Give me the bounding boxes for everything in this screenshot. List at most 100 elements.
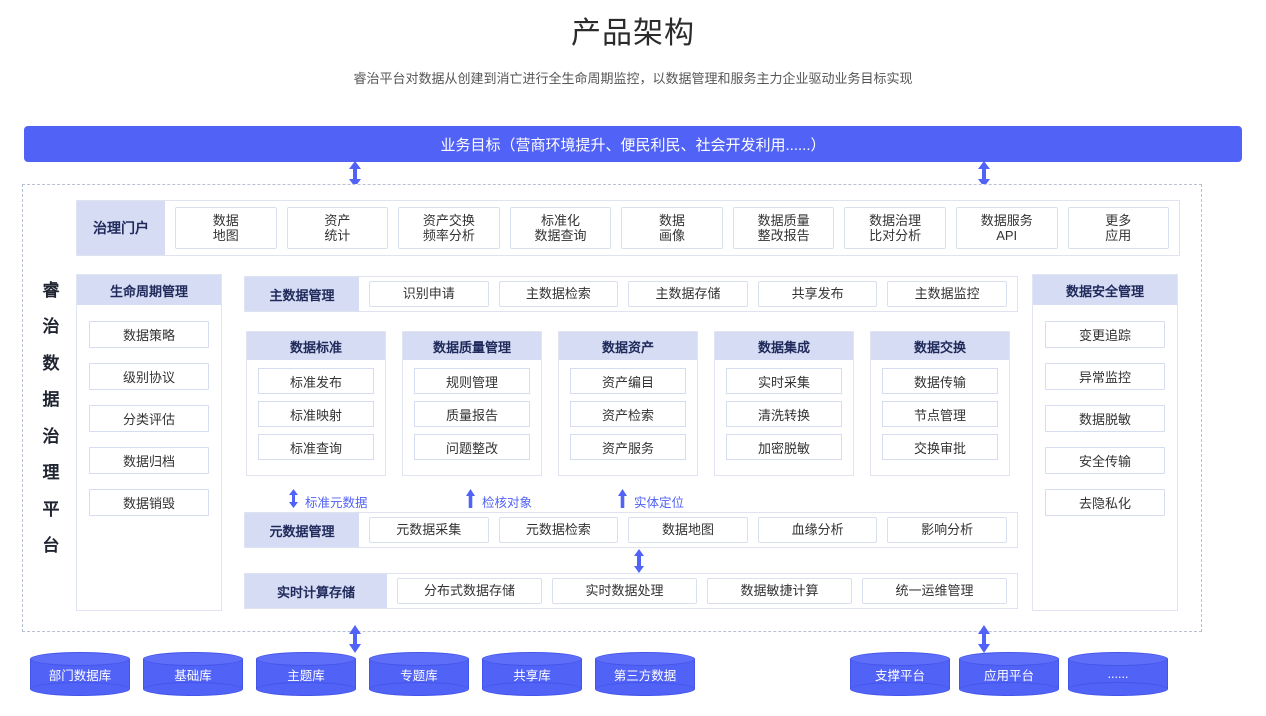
metadata-item[interactable]: 元数据检索 (498, 517, 619, 543)
lifecycle-item[interactable]: 数据归档 (89, 447, 209, 474)
domain-card-item[interactable]: 加密脱敏 (726, 434, 842, 460)
realtime-item[interactable]: 实时数据处理 (552, 578, 697, 604)
master-data-item[interactable]: 共享发布 (757, 281, 878, 307)
lifecycle-item[interactable]: 级别协议 (89, 363, 209, 390)
master-data-item[interactable]: 主数据监控 (887, 281, 1007, 307)
portal-item[interactable]: 资产 统计 (286, 207, 389, 249)
brand-char: 平 (42, 499, 60, 519)
up-arrow-icon (465, 489, 476, 513)
portal-item[interactable]: 数据 地图 (175, 207, 277, 249)
security-item[interactable]: 异常监控 (1045, 363, 1165, 390)
realtime-item[interactable]: 数据敏捷计算 (707, 578, 852, 604)
database-label: ...... (1107, 667, 1129, 681)
security-item[interactable]: 安全传输 (1045, 447, 1165, 474)
cylinder-bottom (256, 682, 356, 696)
portal-item[interactable]: 数据质量 整改报告 (732, 207, 835, 249)
metadata-management-row: 元数据管理 元数据采集 元数据检索 数据地图 血缘分析 影响分析 (244, 512, 1018, 548)
flow-arrow-label: 标准元数据 (305, 495, 368, 510)
domain-card-items: 资产编目 资产检索 资产服务 (559, 360, 697, 468)
domain-card-item[interactable]: 节点管理 (882, 401, 998, 427)
domain-card-item[interactable]: 标准发布 (258, 368, 374, 394)
lifecycle-management-items: 数据策略 级别协议 分类评估 数据归档 数据销毁 (77, 305, 221, 530)
cylinder-bottom (482, 682, 582, 696)
security-item[interactable]: 变更追踪 (1045, 321, 1165, 348)
lifecycle-item[interactable]: 数据销毁 (89, 489, 209, 516)
database-cylinder-topic[interactable]: 专题库 (369, 652, 469, 696)
realtime-item[interactable]: 统一运维管理 (862, 578, 1007, 604)
lifecycle-item[interactable]: 分类评估 (89, 405, 209, 432)
master-data-item[interactable]: 主数据存储 (628, 281, 748, 307)
database-cylinder-department[interactable]: 部门数据库 (30, 652, 130, 696)
domain-card-title: 数据交换 (871, 332, 1009, 360)
domain-card-item[interactable]: 质量报告 (414, 401, 530, 427)
portal-item[interactable]: 标准化 数据查询 (509, 207, 612, 249)
flow-arrow-audit-object: 检核对象 (465, 489, 532, 513)
database-cylinder-support-platform[interactable]: 支撑平台 (850, 652, 950, 696)
governance-portal-items: 数据 地图 资产 统计 资产交换 频率分析 标准化 数据查询 数据 画像 数据质… (165, 201, 1179, 255)
lifecycle-management-title: 生命周期管理 (77, 275, 221, 305)
metadata-item[interactable]: 元数据采集 (369, 517, 489, 543)
database-label: 部门数据库 (48, 668, 112, 683)
database-cylinder-base[interactable]: 基础库 (143, 652, 243, 696)
domain-card-item[interactable]: 资产服务 (570, 434, 686, 460)
domain-card-item[interactable]: 实时采集 (726, 368, 842, 394)
domain-card-item[interactable]: 资产编目 (570, 368, 686, 394)
lifecycle-item[interactable]: 数据策略 (89, 321, 209, 348)
master-data-management-label: 主数据管理 (245, 277, 359, 311)
domain-card-data-standard: 数据标准 标准发布 标准映射 标准查询 (246, 331, 386, 476)
security-item[interactable]: 去隐私化 (1045, 489, 1165, 516)
domain-card-item[interactable]: 资产检索 (570, 401, 686, 427)
portal-item[interactable]: 更多 应用 (1067, 207, 1170, 249)
brand-char: 理 (42, 463, 60, 483)
database-cylinder-application-platform[interactable]: 应用平台 (959, 652, 1059, 696)
cylinder-top (143, 652, 243, 666)
domain-card-items: 实时采集 清洗转换 加密脱敏 (715, 360, 853, 468)
domain-card-item[interactable]: 问题整改 (414, 434, 530, 460)
domain-card-item[interactable]: 规则管理 (414, 368, 530, 394)
domain-card-title: 数据资产 (559, 332, 697, 360)
domain-card-items: 标准发布 标准映射 标准查询 (247, 360, 385, 468)
realtime-compute-storage-row: 实时计算存储 分布式数据存储 实时数据处理 数据敏捷计算 统一运维管理 (244, 573, 1018, 609)
metadata-item[interactable]: 数据地图 (628, 517, 748, 543)
cylinder-bottom (1068, 682, 1168, 696)
cylinder-bottom (143, 682, 243, 696)
portal-item[interactable]: 资产交换 频率分析 (398, 207, 500, 249)
domain-card-title: 数据标准 (247, 332, 385, 360)
metadata-management-label: 元数据管理 (245, 513, 359, 547)
master-data-item[interactable]: 识别申请 (369, 281, 489, 307)
cylinder-bottom (595, 682, 695, 696)
page-subtitle: 睿治平台对数据从创建到消亡进行全生命周期监控，以数据管理和服务主力企业驱动业务目… (353, 71, 913, 86)
flow-arrow-standard-metadata: 标准元数据 (288, 489, 368, 513)
brand-char: 睿 (42, 281, 60, 300)
cylinder-top (256, 652, 356, 666)
cylinder-bottom (959, 682, 1059, 696)
domain-card-item[interactable]: 数据传输 (882, 368, 998, 394)
brand-char: 据 (42, 390, 60, 410)
master-data-item[interactable]: 主数据检索 (498, 281, 619, 307)
cylinder-top (1068, 652, 1168, 666)
portal-item[interactable]: 数据 画像 (621, 207, 723, 249)
domain-card-item[interactable]: 标准映射 (258, 401, 374, 427)
domain-card-item[interactable]: 清洗转换 (726, 401, 842, 427)
domain-card-item[interactable]: 标准查询 (258, 434, 374, 460)
domain-card-data-quality: 数据质量管理 规则管理 质量报告 问题整改 (402, 331, 542, 476)
metadata-item[interactable]: 血缘分析 (757, 517, 878, 543)
master-data-management-row: 主数据管理 识别申请 主数据检索 主数据存储 共享发布 主数据监控 (244, 276, 1018, 312)
database-label: 共享库 (513, 668, 551, 683)
database-cylinder-more[interactable]: ...... (1068, 652, 1168, 696)
brand-vertical-label: 睿 治 数 据 治 理 平 台 (34, 276, 68, 556)
portal-item[interactable]: 数据服务 API (955, 207, 1058, 249)
database-label: 主题库 (287, 668, 325, 683)
business-goal-banner: 业务目标（营商环境提升、便民利民、社会开发利用......） (24, 126, 1242, 162)
realtime-item[interactable]: 分布式数据存储 (397, 578, 542, 604)
database-cylinder-thirdparty[interactable]: 第三方数据 (595, 652, 695, 696)
double-arrow-icon-metadata-realtime (631, 549, 651, 573)
database-cylinder-subject[interactable]: 主题库 (256, 652, 356, 696)
domain-card-title: 数据集成 (715, 332, 853, 360)
database-cylinder-shared[interactable]: 共享库 (482, 652, 582, 696)
brand-char: 数 (42, 353, 60, 373)
metadata-item[interactable]: 影响分析 (887, 517, 1007, 543)
security-item[interactable]: 数据脱敏 (1045, 405, 1165, 432)
domain-card-item[interactable]: 交换审批 (882, 434, 998, 460)
portal-item[interactable]: 数据治理 比对分析 (844, 207, 946, 249)
